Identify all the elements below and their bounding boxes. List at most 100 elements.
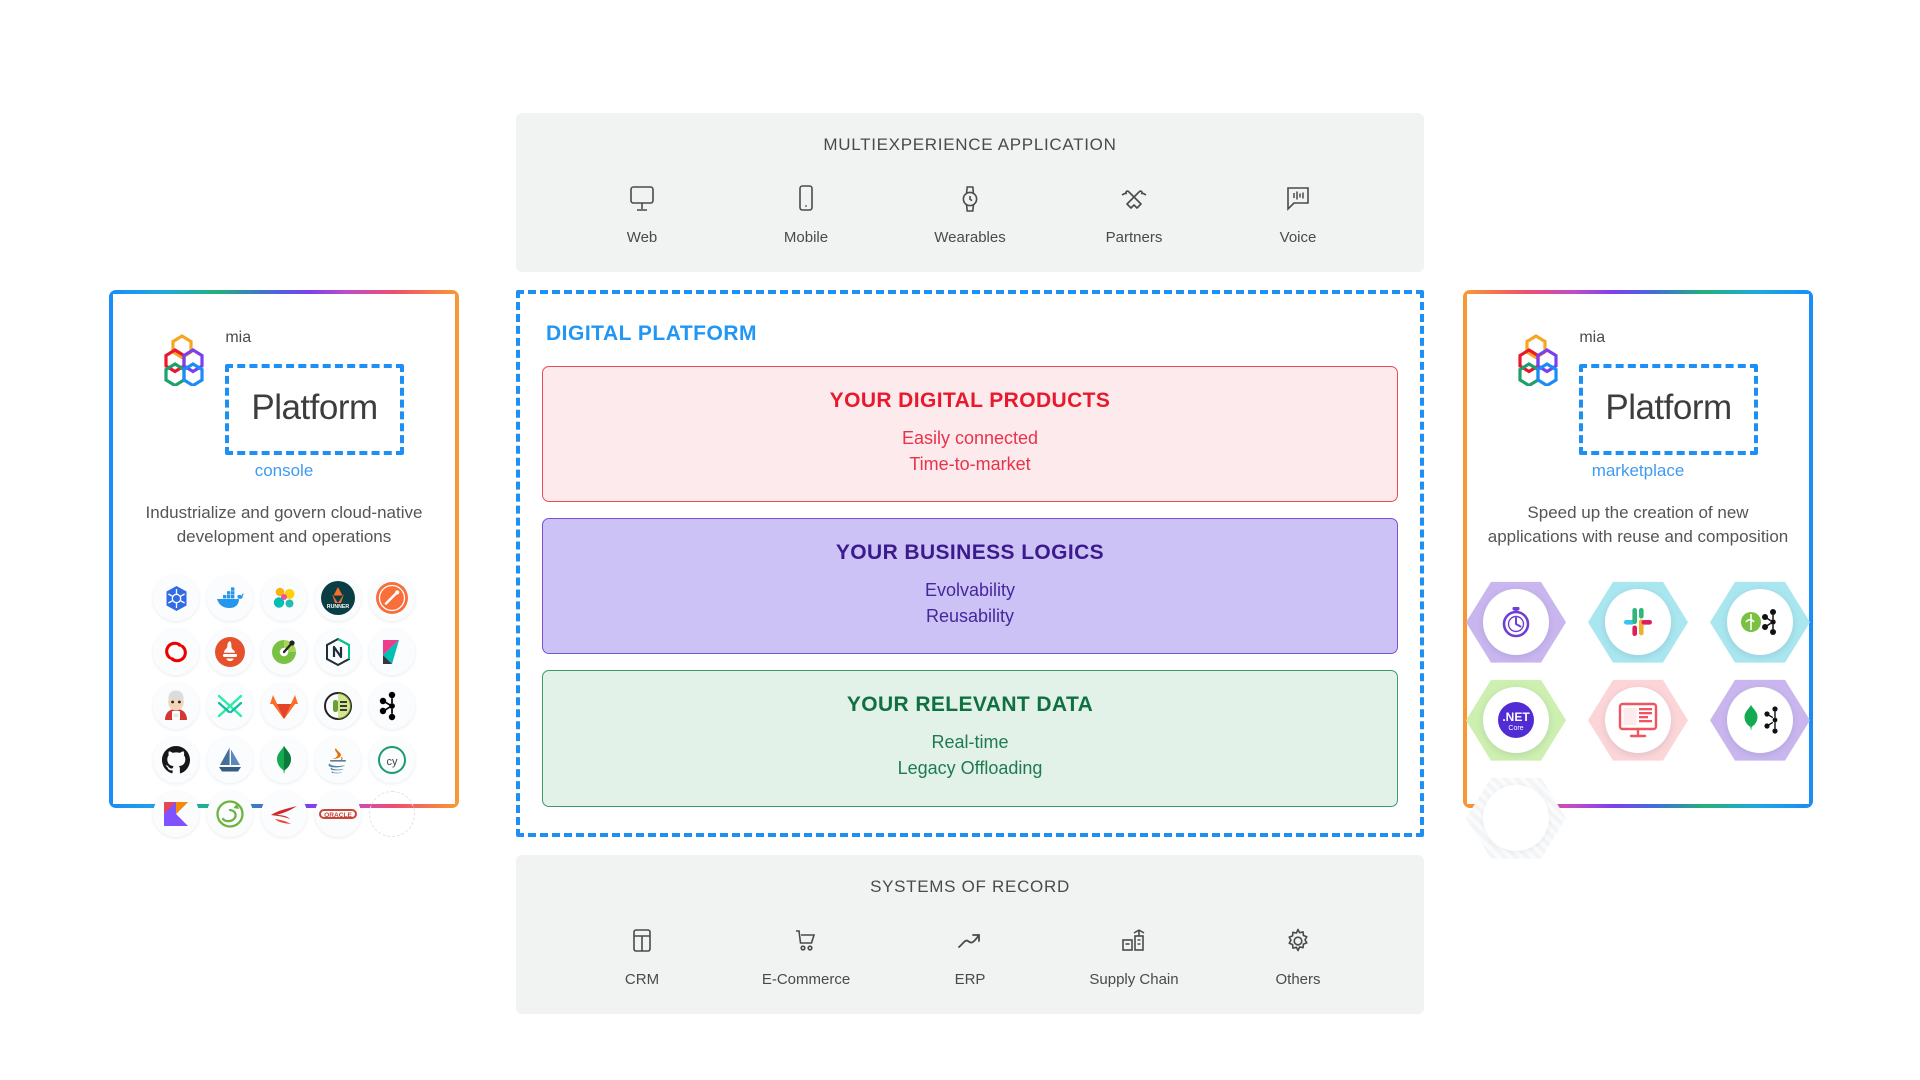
system-ecommerce-label: E-Commerce	[761, 970, 851, 988]
github-icon[interactable]	[153, 737, 199, 784]
system-erp[interactable]: ERP	[895, 923, 1045, 988]
digital-platform-box: DIGITAL PLATFORM YOUR DIGITAL PRODUCTS E…	[516, 290, 1424, 837]
channel-voice[interactable]: Voice	[1223, 181, 1373, 246]
layer-digital-products-heading: YOUR DIGITAL PRODUCTS	[829, 389, 1111, 412]
slack-icon	[1605, 589, 1671, 656]
console-description: Industrialize and govern cloud-native de…	[145, 503, 423, 547]
channel-partners-label: Partners	[1105, 229, 1163, 246]
layer-digital-products-line1: Easily connected	[901, 428, 1039, 448]
marketplace-item-mongodb-kafka[interactable]	[1710, 677, 1810, 763]
system-crm[interactable]: CRM	[567, 923, 717, 988]
kafka-icon[interactable]	[369, 683, 415, 730]
channel-wearables-label: Wearables	[934, 229, 1006, 246]
shopping-cart-icon	[793, 923, 819, 959]
layer-relevant-data-line1: Real-time	[931, 732, 1009, 753]
svg-text:RUNNER: RUNNER	[327, 604, 349, 610]
elastic-icon[interactable]	[261, 575, 307, 622]
java-icon[interactable]	[315, 737, 361, 784]
channel-web[interactable]: Web	[567, 181, 717, 246]
marketplace-logo-text: mia Platform	[1579, 329, 1758, 455]
crud-screen-icon	[1605, 687, 1671, 754]
channel-partners[interactable]: Partners	[1059, 181, 1209, 246]
gitlab-runner-icon[interactable]: RUNNER	[315, 575, 361, 622]
channel-mobile-label: Mobile	[783, 229, 829, 246]
digital-platform-title: DIGITAL PLATFORM	[546, 322, 757, 345]
gitlab-icon[interactable]	[261, 683, 307, 730]
layer-business-logics-line1: Evolvability	[924, 580, 1016, 601]
marketplace-item-kafka-connect[interactable]	[1710, 579, 1810, 665]
marketplace-item-slack[interactable]	[1588, 579, 1688, 665]
marketplace-logo: mia Platform	[1518, 329, 1758, 455]
system-supply-chain-label: Supply Chain	[1089, 970, 1179, 988]
spring-icon[interactable]	[207, 791, 253, 838]
layout-grid-icon	[629, 923, 655, 959]
helm-icon[interactable]	[207, 737, 253, 784]
system-crm-label: CRM	[624, 970, 660, 988]
sqlserver-icon[interactable]	[261, 791, 307, 838]
layer-digital-products-line2: Time-to-market	[909, 454, 1031, 475]
marketplace-description: Speed up the creation of new application…	[1487, 503, 1789, 547]
svg-text:Core: Core	[1508, 725, 1523, 732]
system-others-label: Others	[1275, 970, 1321, 988]
multiexperience-application-band: MULTIEXPERIENCE APPLICATION Web	[516, 113, 1424, 272]
placeholder-icon	[369, 791, 415, 838]
timer-clock-icon	[1483, 589, 1549, 656]
channel-wearables[interactable]: Wearables	[895, 181, 1045, 246]
kafka-connect-icon	[1727, 589, 1793, 656]
center-column: MULTIEXPERIENCE APPLICATION Web	[516, 113, 1424, 1014]
marketplace-item-crud-screen[interactable]	[1588, 677, 1688, 763]
brand-mia: mia	[225, 329, 252, 346]
crane-building-icon	[1120, 923, 1148, 959]
system-ecommerce[interactable]: E-Commerce	[731, 923, 881, 988]
grafana-k6-icon[interactable]	[261, 629, 307, 676]
docker-icon[interactable]	[207, 575, 253, 622]
layer-business-logics-heading: YOUR BUSINESS LOGICS	[835, 541, 1105, 565]
layer-business-logics[interactable]: YOUR BUSINESS LOGICS Evolvability Reusab…	[542, 518, 1398, 655]
systems-of-record-title: SYSTEMS OF RECORD	[870, 876, 1070, 896]
layer-digital-products[interactable]: YOUR DIGITAL PRODUCTS Easily connected T…	[542, 366, 1398, 503]
console-technology-grid: RUNNER	[153, 575, 415, 838]
voice-bubble-icon	[1285, 181, 1311, 217]
svg-text:.NET: .NET	[1502, 710, 1530, 724]
console-logo-text: mia Platform	[225, 329, 404, 455]
system-erp-label: ERP	[954, 970, 986, 988]
monitor-icon	[629, 181, 655, 217]
multiexperience-title: MULTIEXPERIENCE APPLICATION	[823, 135, 1117, 154]
jenkins-icon[interactable]	[153, 683, 199, 730]
marketplace-item-timer[interactable]	[1466, 579, 1566, 665]
kotlin-icon[interactable]	[153, 791, 199, 838]
console-panel: mia Platform console Industrialize and g…	[109, 290, 459, 838]
envoy-icon[interactable]	[315, 683, 361, 730]
layer-business-logics-line2: Reusability	[925, 606, 1015, 627]
systems-of-record-band: SYSTEMS OF RECORD CRM	[516, 854, 1424, 1014]
system-others[interactable]: Others	[1223, 923, 1373, 988]
linkerd-icon[interactable]	[207, 683, 253, 730]
nginx-hexagon-icon[interactable]	[315, 629, 361, 676]
watch-icon	[959, 181, 981, 217]
console-logo: mia Platform	[164, 329, 404, 455]
oracle-icon[interactable]: ORACLE	[315, 791, 361, 838]
kibana-icon[interactable]	[369, 629, 415, 676]
handshake-icon	[1119, 181, 1149, 217]
traefik-icon[interactable]	[369, 575, 415, 622]
multiexperience-items: Web Mobile Weara	[516, 181, 1424, 246]
svg-text:ORACLE: ORACLE	[324, 812, 352, 819]
prometheus-icon[interactable]	[207, 629, 253, 676]
console-panel-inner: mia Platform console Industrialize and g…	[113, 294, 455, 838]
svg-text:cy: cy	[387, 756, 399, 768]
mongodb-icon[interactable]	[261, 737, 307, 784]
layer-relevant-data[interactable]: YOUR RELEVANT DATA Real-time Legacy Offl…	[542, 670, 1398, 807]
cypress-icon[interactable]: cy	[369, 737, 415, 784]
channel-mobile[interactable]: Mobile	[731, 181, 881, 246]
gear-icon	[1284, 923, 1312, 959]
kubernetes-icon[interactable]	[153, 575, 199, 622]
marketplace-item-placeholder	[1466, 775, 1566, 861]
openshift-icon[interactable]	[153, 629, 199, 676]
trending-up-icon	[955, 923, 985, 959]
brand-mia: mia	[1579, 329, 1606, 346]
system-supply-chain[interactable]: Supply Chain	[1059, 923, 1209, 988]
smartphone-icon	[796, 181, 816, 217]
